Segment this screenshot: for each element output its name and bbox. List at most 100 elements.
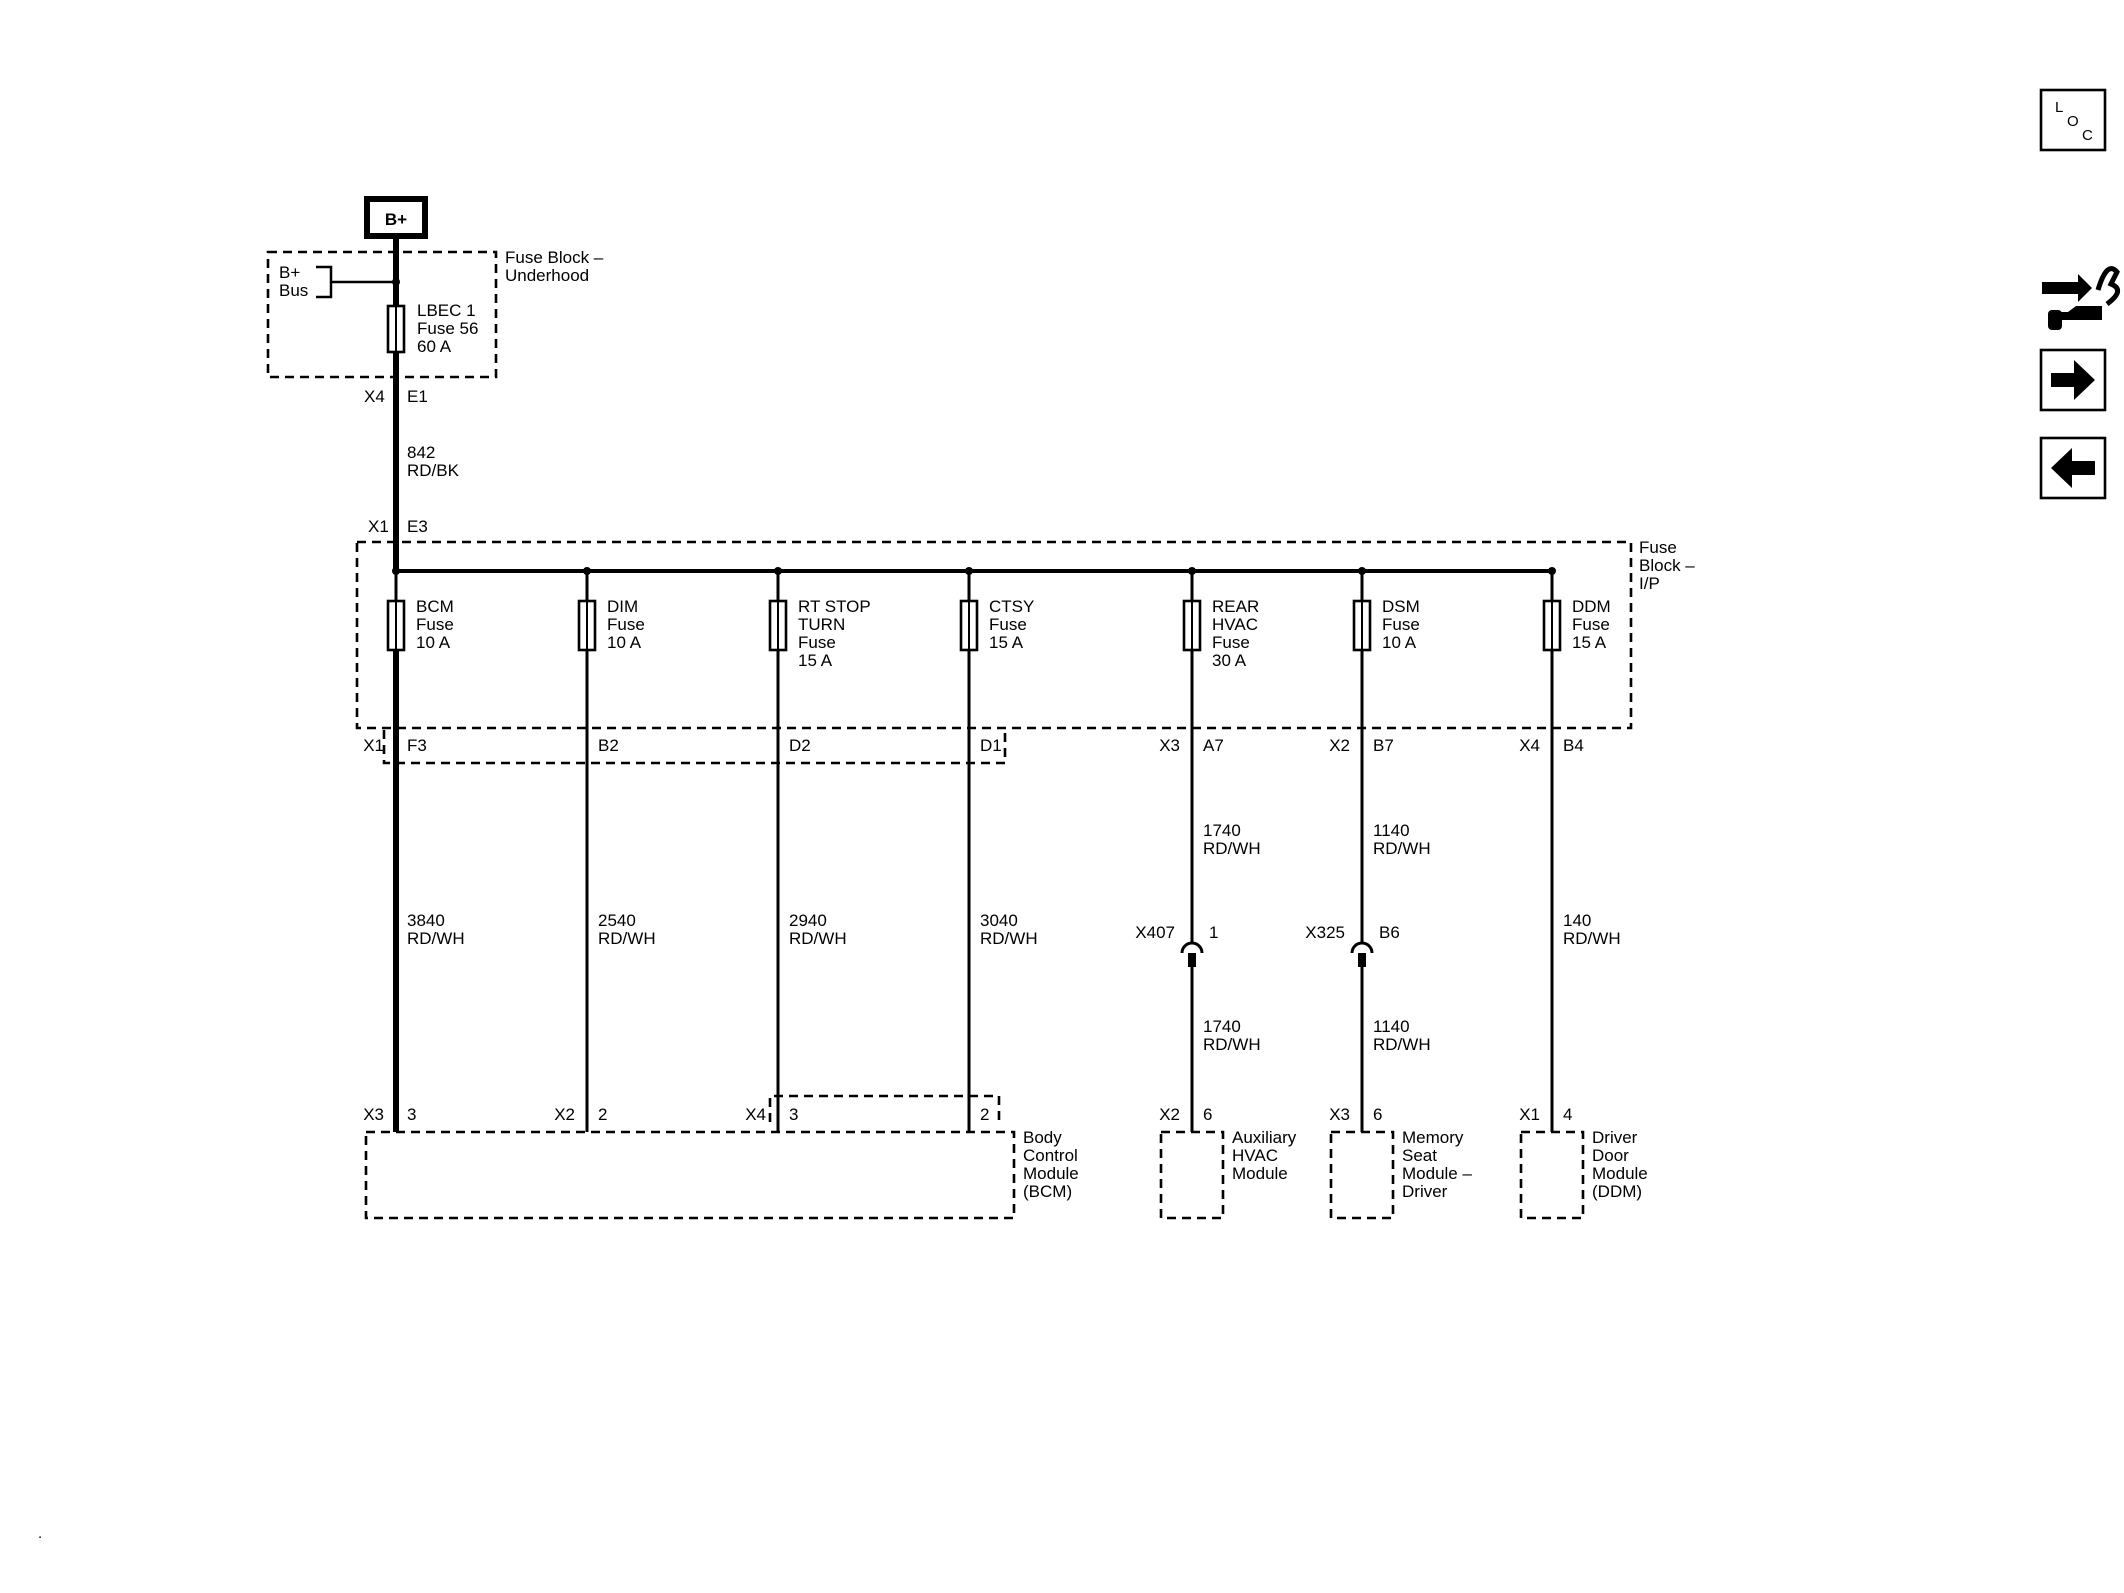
module-label: Auxiliary bbox=[1232, 1128, 1297, 1147]
bus-label-2: Bus bbox=[279, 281, 308, 300]
pin-label: D2 bbox=[789, 736, 811, 755]
pin-label: 6 bbox=[1203, 1105, 1212, 1124]
fuse-block-underhood-title: Fuse Block – bbox=[505, 248, 604, 267]
connector-label: X1 bbox=[368, 517, 389, 536]
connector-label: X4 bbox=[745, 1105, 766, 1124]
connector-shell-x1 bbox=[382, 730, 1007, 765]
module-label: Control bbox=[1023, 1146, 1078, 1165]
module-labels: BodyControlModule(BCM)AuxiliaryHVACModul… bbox=[1023, 1128, 1648, 1201]
inline-connector-pin bbox=[1358, 953, 1366, 967]
connector-label: X4 bbox=[1519, 736, 1540, 755]
connector-label: X407 bbox=[1135, 923, 1175, 942]
pin-label: 6 bbox=[1373, 1105, 1382, 1124]
pin-label: E3 bbox=[407, 517, 428, 536]
connector-label: X2 bbox=[554, 1105, 575, 1124]
location-view-button[interactable]: L O C bbox=[2039, 88, 2107, 152]
pin-label: D1 bbox=[980, 736, 1002, 755]
circuit-number: 3040 bbox=[980, 911, 1018, 930]
fuse-label: 30 A bbox=[1212, 651, 1247, 670]
wire-color: RD/WH bbox=[407, 929, 465, 948]
fuse-block-ip-outline bbox=[355, 540, 1633, 730]
connector-label: X4 bbox=[364, 387, 385, 406]
connector-label: X3 bbox=[1159, 736, 1180, 755]
battery-positive-source: B+ bbox=[364, 196, 428, 239]
pin-label: 4 bbox=[1563, 1105, 1572, 1124]
wire-color: RD/WH bbox=[1373, 1035, 1431, 1054]
pin-label: 3 bbox=[789, 1105, 798, 1124]
fuse-label: DDM bbox=[1572, 597, 1611, 616]
lbec-fuse-rating: 60 A bbox=[417, 337, 452, 356]
auxiliary-hvac-module bbox=[1159, 1130, 1225, 1220]
circuit-number: 3840 bbox=[407, 911, 445, 930]
fuse-label: 10 A bbox=[416, 633, 451, 652]
connector-label: X3 bbox=[363, 1105, 384, 1124]
pin-label: 3 bbox=[407, 1105, 416, 1124]
circuit-number: 1740 bbox=[1203, 1017, 1241, 1036]
loc-letter-c: C bbox=[2082, 127, 2093, 144]
pin-label: B7 bbox=[1373, 736, 1394, 755]
module-label: Memory bbox=[1402, 1128, 1464, 1147]
fuse-label: Fuse bbox=[1382, 615, 1420, 634]
loc-letter-l: L bbox=[2055, 99, 2063, 116]
fuse-label: DSM bbox=[1382, 597, 1420, 616]
arrow-right-icon[interactable] bbox=[2039, 348, 2107, 412]
wire-color: RD/WH bbox=[1203, 1035, 1261, 1054]
driver-door-module bbox=[1519, 1130, 1585, 1220]
fuse-label: BCM bbox=[416, 597, 454, 616]
module-label: Module bbox=[1232, 1164, 1288, 1183]
fuse-block-underhood-outline bbox=[266, 250, 498, 379]
fuse-label: Fuse bbox=[1212, 633, 1250, 652]
pin-label: 2 bbox=[598, 1105, 607, 1124]
circuit-number: 842 bbox=[407, 443, 435, 462]
module-label: (BCM) bbox=[1023, 1182, 1072, 1201]
bus-bracket bbox=[316, 265, 333, 299]
fuse-label: 10 A bbox=[1382, 633, 1417, 652]
pin-label: E1 bbox=[407, 387, 428, 406]
circuit-number: 1740 bbox=[1203, 821, 1241, 840]
wire-color: RD/WH bbox=[1563, 929, 1621, 948]
connector-shell-x4-bcm bbox=[768, 1094, 1001, 1122]
wire-color: RD/BK bbox=[407, 461, 460, 480]
fuse-label: RT STOP bbox=[798, 597, 871, 616]
memory-seat-module-driver bbox=[1329, 1130, 1395, 1220]
pin-label: B6 bbox=[1379, 923, 1400, 942]
connector-label: X2 bbox=[1159, 1105, 1180, 1124]
wire-color: RD/WH bbox=[1373, 839, 1431, 858]
wire-color: RD/WH bbox=[1203, 839, 1261, 858]
inline-connector-icon bbox=[1350, 941, 1374, 954]
pin-label: B2 bbox=[598, 736, 619, 755]
body-control-module bbox=[364, 1130, 1016, 1220]
circuit-number: 140 bbox=[1563, 911, 1591, 930]
module-label: Module – bbox=[1402, 1164, 1472, 1183]
circuit-number: 1140 bbox=[1373, 1017, 1410, 1036]
module-label: Driver bbox=[1402, 1182, 1448, 1201]
circuit-number: 1140 bbox=[1373, 821, 1410, 840]
pin-label: B4 bbox=[1563, 736, 1584, 755]
connector-label: X2 bbox=[1329, 736, 1350, 755]
pin-label: 1 bbox=[1209, 923, 1218, 942]
module-label: Module bbox=[1592, 1164, 1648, 1183]
connector-end-view-icon[interactable] bbox=[2042, 266, 2120, 330]
fuse-label: 15 A bbox=[1572, 633, 1607, 652]
fuse-label: Fuse bbox=[607, 615, 645, 634]
inline-connector-pin bbox=[1188, 953, 1196, 967]
circuit-number: 2540 bbox=[598, 911, 636, 930]
fuse-label: Fuse bbox=[798, 633, 836, 652]
inline-connector-icon bbox=[1180, 941, 1204, 954]
fuse-label: CTSY bbox=[989, 597, 1034, 616]
fuse-block-underhood-subtitle: Underhood bbox=[505, 266, 589, 285]
loc-letter-o: O bbox=[2067, 113, 2079, 130]
connector-label: X325 bbox=[1305, 923, 1345, 942]
lbec-fuse-number: Fuse 56 bbox=[417, 319, 478, 338]
arrow-left-icon[interactable] bbox=[2039, 436, 2107, 500]
connector-label: X1 bbox=[363, 736, 384, 755]
connector-label: X1 bbox=[1519, 1105, 1540, 1124]
